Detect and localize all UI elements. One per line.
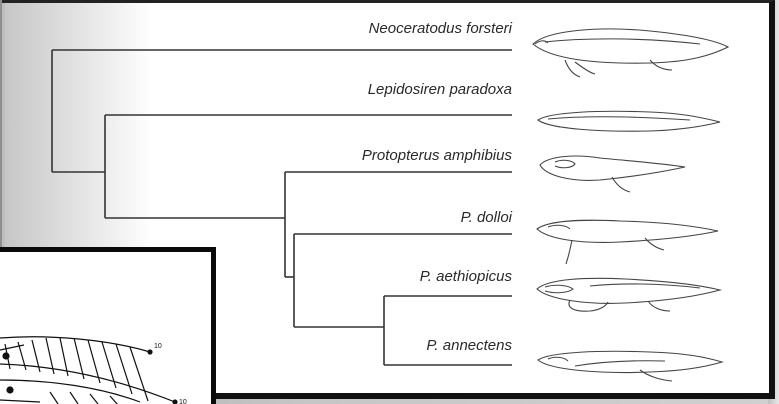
fish-p-annectens-icon (538, 351, 722, 381)
inset-drawing: 10 10 (0, 252, 216, 404)
taxon-label-protopterus-amphibius: Protopterus amphibius (282, 147, 512, 164)
taxon-label-p-dolloi: P. dolloi (282, 209, 512, 226)
taxon-label-lepidosiren: Lepidosiren paradoxa (282, 81, 512, 98)
inset-dot (7, 387, 13, 393)
inset-dot (173, 400, 177, 404)
inset-line (110, 396, 118, 404)
taxon-label-p-aethiopicus: P. aethiopicus (282, 268, 512, 285)
inset-dot (148, 350, 152, 354)
inset-figure: 10 10 (0, 247, 216, 404)
inset-line (116, 344, 132, 394)
fish-lepidosiren-icon (538, 111, 720, 131)
inset-line (130, 347, 148, 401)
inset-tick-label: 10 (179, 399, 187, 404)
inset-line (70, 392, 78, 404)
fish-neoceratodus-icon (533, 29, 728, 77)
inset-line (90, 394, 98, 404)
inset-tick-label: 10 (154, 343, 162, 350)
inset-line (102, 342, 116, 388)
fish-p-dolloi-icon (537, 220, 718, 264)
taxon-label-neoceratodus: Neoceratodus forsteri (282, 20, 512, 37)
fish-protopterus-amphibius-icon (540, 156, 685, 192)
inset-dot (3, 353, 9, 359)
inset-line (0, 400, 40, 402)
inset-line (50, 392, 58, 404)
taxon-label-p-annectens: P. annectens (282, 337, 512, 354)
fish-p-aethiopicus-icon (537, 278, 720, 311)
inset-line (32, 340, 40, 372)
